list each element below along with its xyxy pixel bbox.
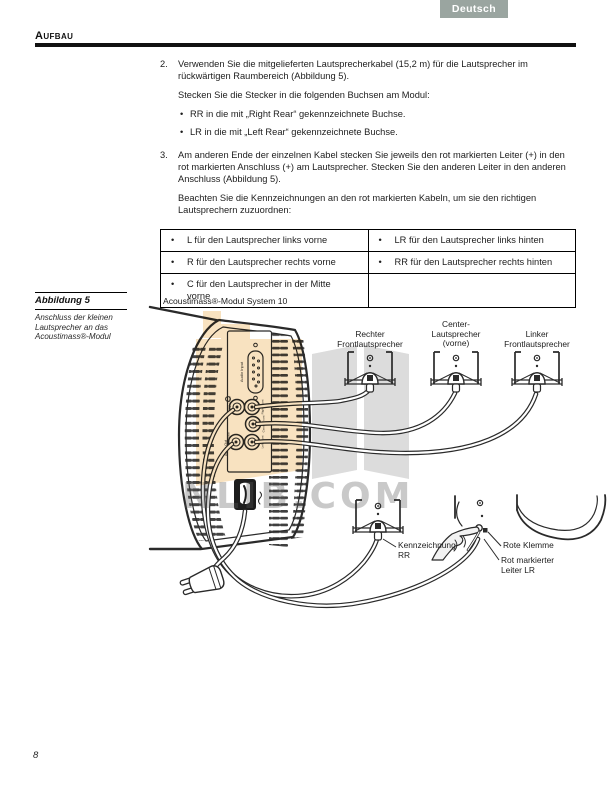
rear-speaker-closeup (431, 494, 607, 561)
table-row: • C für den Lautsprecher in der Mitte vo… (160, 273, 576, 308)
page-number: 8 (33, 750, 39, 761)
watermark-text: NLIB.COM (182, 476, 414, 517)
bullet-item: • LR in die mit „Left Rear“ gekennzeichn… (180, 126, 574, 138)
instructions: 2. Verwenden Sie die mitgelieferten Laut… (160, 58, 576, 308)
speaker-left-front (511, 351, 563, 393)
language-tab: Deutsch (440, 0, 508, 18)
table-row: • L für den Lautsprecher links vorne • L… (160, 229, 576, 252)
step-body: Verwenden Sie die mitgelieferten Lautspr… (178, 58, 576, 149)
cell-text: RR für den Lautsprecher rechts hinten (394, 257, 553, 267)
speaker-label-center: Center- Lautsprecher (vorne) (431, 319, 481, 349)
leader-lines (382, 531, 502, 561)
bullet-marker: • (180, 127, 184, 137)
watermark-book-icon (312, 345, 409, 479)
figure-rule (35, 309, 127, 310)
table-cell (367, 273, 576, 308)
annotation-red-clamp: Rote Klemme (503, 540, 554, 550)
cell-bullet-marker: • (171, 257, 175, 267)
cell-bullet-marker: • (378, 235, 382, 245)
speaker-center (430, 351, 482, 393)
paragraph: Stecken Sie die Stecker in die folgenden… (178, 90, 430, 100)
power-plug (179, 565, 225, 596)
cell-text: C für den Lautsprecher in der Mitte vorn… (187, 279, 331, 301)
step-3: 3. Am anderen Ende der einzelnen Kabel s… (160, 149, 576, 223)
diagram-title: Acoustimass®-Modul System 10 (163, 296, 288, 306)
cell-text: L für den Lautsprecher links vorne (187, 235, 328, 245)
power-inlet (234, 479, 262, 510)
annotation-marking-rr: Kennzeichnung RR (398, 540, 456, 560)
figure-label: Abbildung 5 (35, 295, 90, 306)
cell-text: R für den Lautsprecher rechts vorne (187, 257, 336, 267)
table-cell: • C für den Lautsprecher in der Mitte vo… (160, 273, 369, 308)
cell-bullet-marker: • (171, 235, 175, 245)
figure-caption: Anschluss der kleinen Lautsprecher an da… (35, 313, 113, 341)
step-number: 3. (160, 150, 168, 160)
bullet-marker: • (180, 109, 184, 119)
bullet-text: RR in die mit „Right Rear“ gekennzeichne… (190, 109, 406, 119)
figure-margin-block: Abbildung 5 Anschluss der kleinen Lautsp… (35, 292, 127, 342)
section-title: Aufbau (35, 30, 74, 42)
step-body: Am anderen Ende der einzelnen Kabel stec… (178, 149, 576, 223)
step-2: 2. Verwenden Sie die mitgelieferten Laut… (160, 58, 576, 149)
annotation-red-wire: Rot markierter Leiter LR (501, 555, 555, 575)
speaker-label-left-front: Linker Frontlautsprecher (504, 329, 570, 349)
connection-table: • L für den Lautsprecher links vorne • L… (160, 229, 576, 308)
section-rule-bar (35, 43, 576, 47)
table-row: • R für den Lautsprecher rechts vorne • … (160, 251, 576, 274)
paragraph: Beachten Sie die Kennzeichnungen an den … (178, 193, 537, 215)
speaker-label-right-front: Rechter Frontlautsprecher (337, 329, 403, 349)
figure-rule (35, 292, 127, 293)
cell-bullet-marker: • (378, 257, 382, 267)
bullet-item: • RR in die mit „Right Rear“ gekennzeich… (180, 108, 574, 120)
step-number: 2. (160, 59, 168, 69)
cell-text: LR für den Lautsprecher links hinten (394, 235, 544, 245)
cell-bullet-marker: • (171, 279, 175, 289)
paragraph: Verwenden Sie die mitgelieferten Lautspr… (178, 59, 528, 81)
watermark-orange-blocks (196, 311, 302, 486)
paragraph: Am anderen Ende der einzelnen Kabel stec… (178, 150, 566, 184)
bullet-text: LR in die mit „Left Rear“ gekennzeichnet… (190, 127, 398, 137)
